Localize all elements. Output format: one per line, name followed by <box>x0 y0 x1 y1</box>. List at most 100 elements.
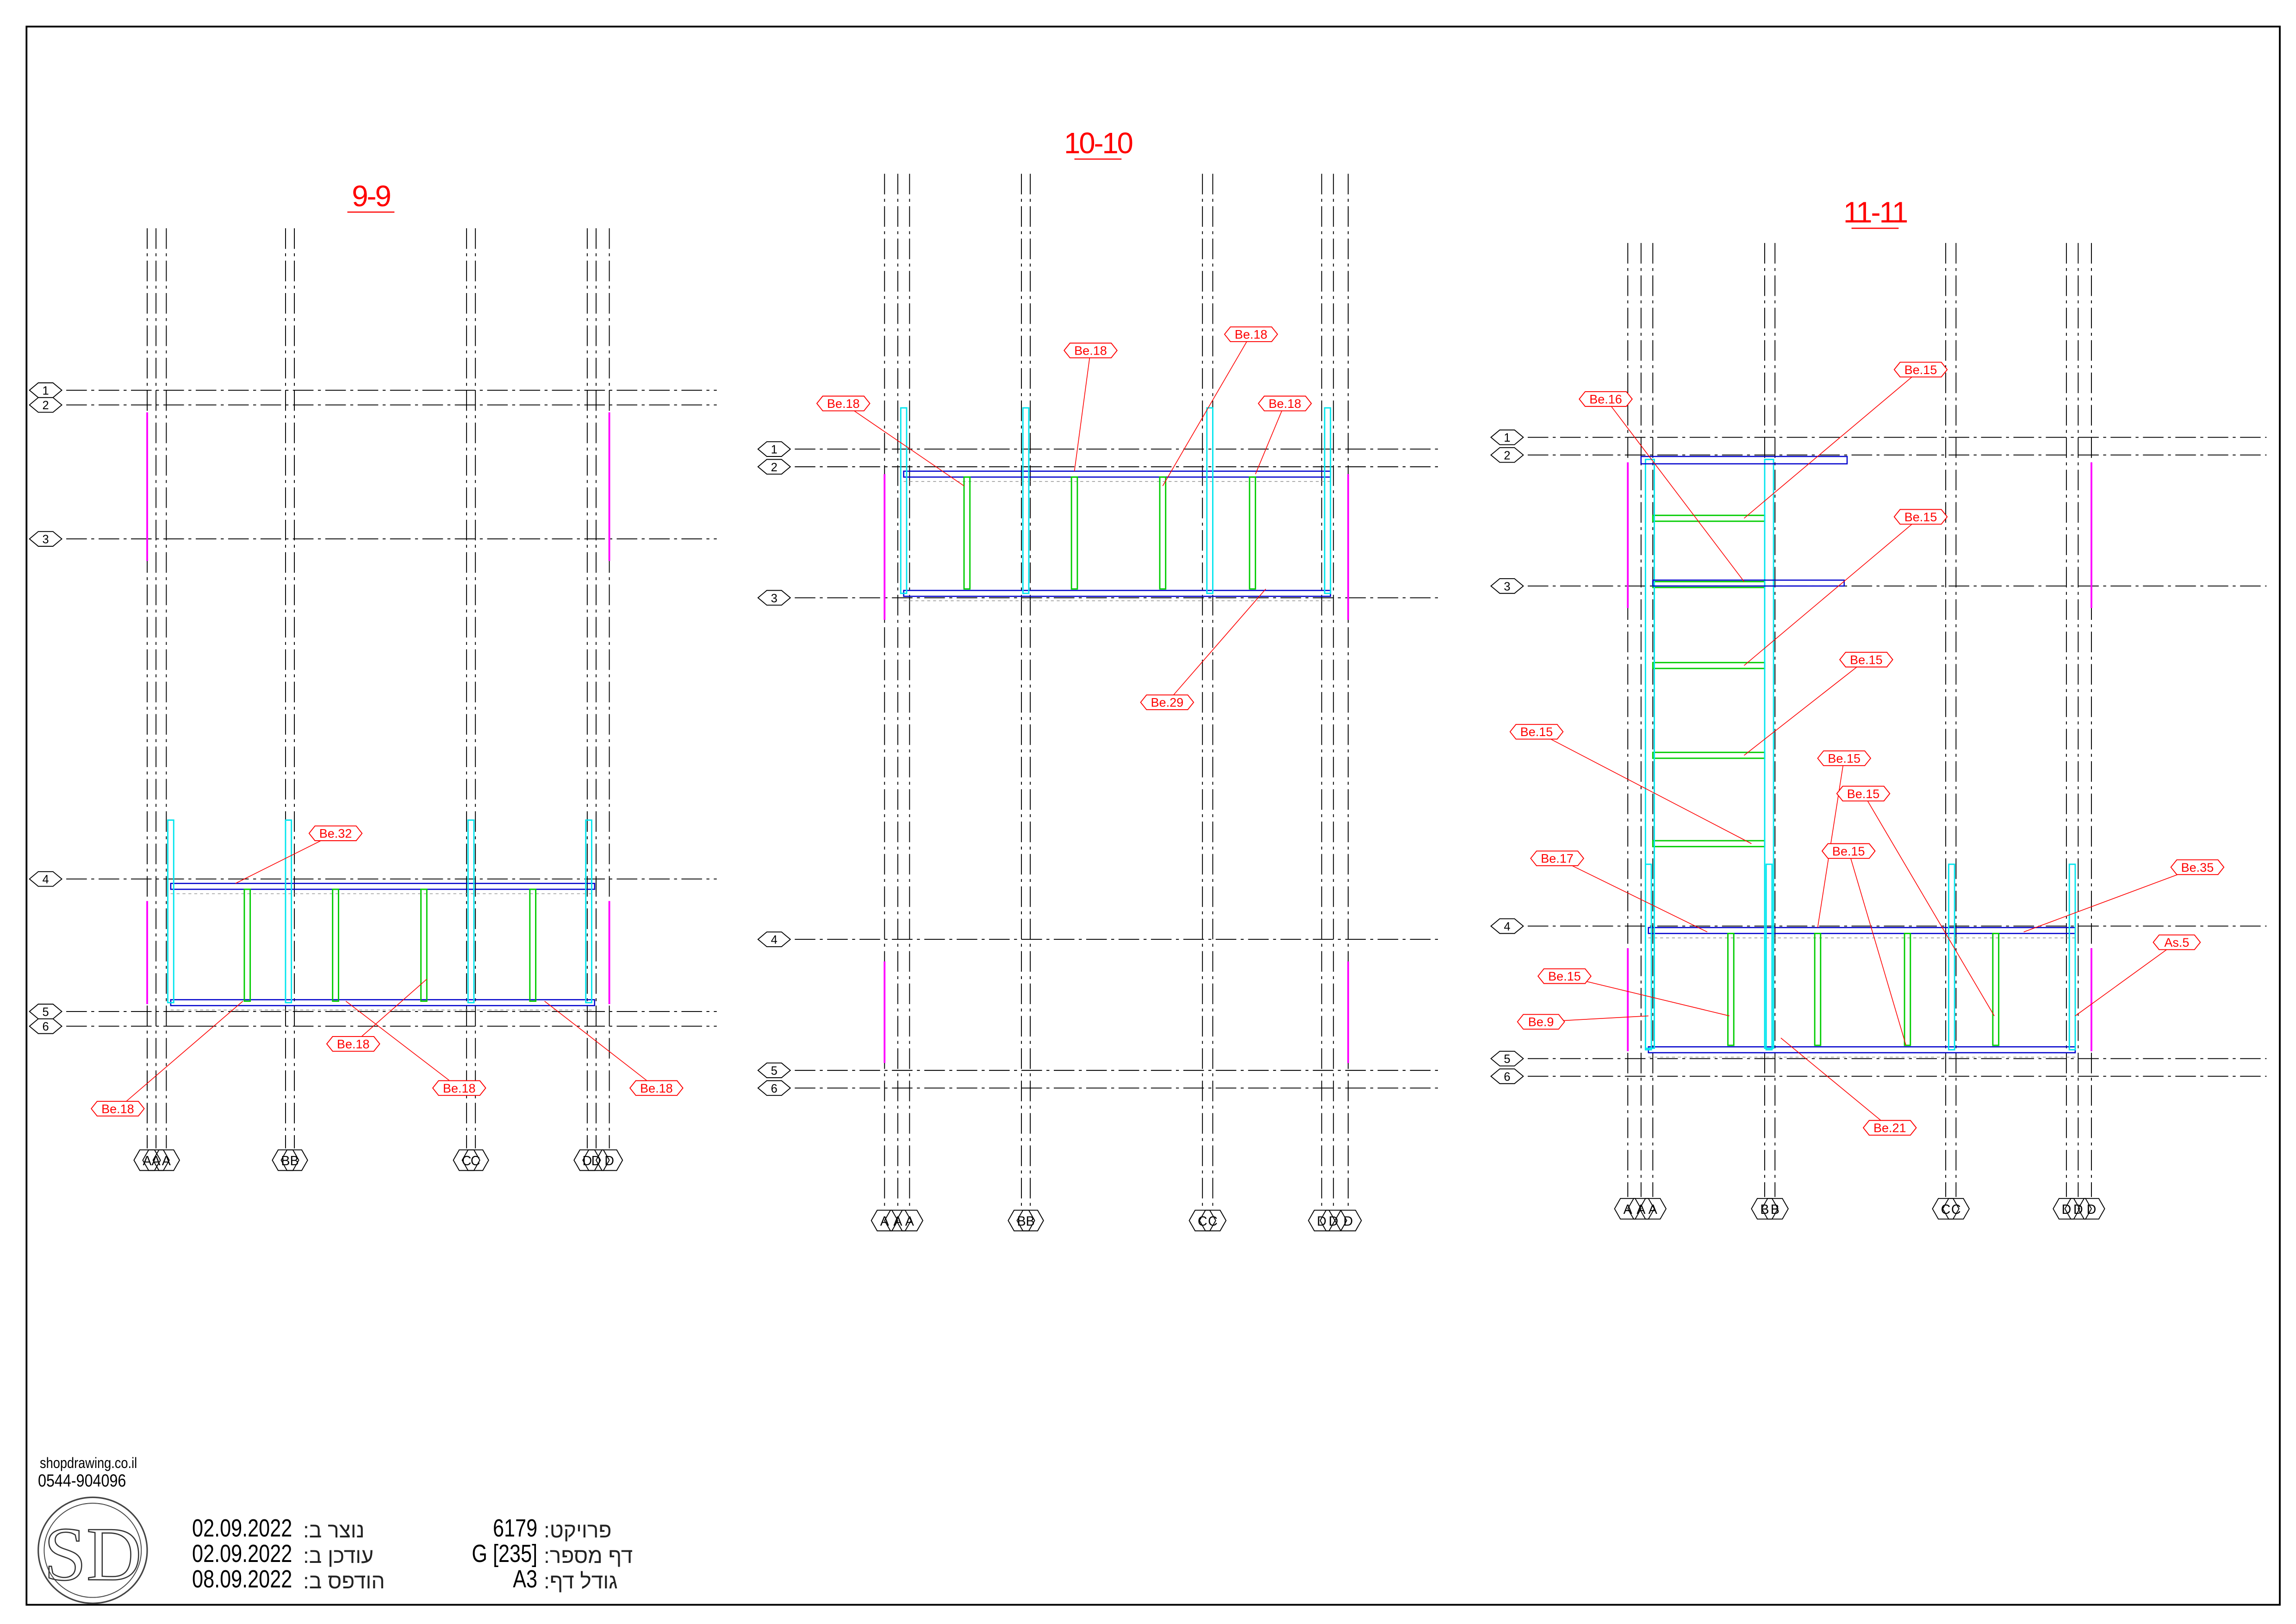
ladder-beam <box>1652 514 1766 522</box>
post <box>529 888 536 1002</box>
size-label: גודל דף: <box>544 1569 618 1593</box>
svg-text:Be.35: Be.35 <box>2181 861 2214 874</box>
svg-text:B: B <box>1017 1214 1026 1229</box>
svg-text:A: A <box>1649 1202 1658 1217</box>
beam <box>1648 927 2076 934</box>
svg-text:B: B <box>1760 1202 1769 1217</box>
printed-label: הודפס ב: <box>303 1569 385 1593</box>
member-tag: Be.15 <box>1836 786 1995 1016</box>
svg-text:1: 1 <box>771 443 778 456</box>
post <box>332 888 339 1002</box>
project-number: 6179 <box>492 1514 537 1542</box>
beam <box>1648 1046 2076 1054</box>
grid-bubble-D: D <box>1334 1210 1362 1231</box>
svg-text:D: D <box>1344 1214 1353 1229</box>
beam <box>903 470 1332 478</box>
svg-text:2: 2 <box>1504 449 1510 462</box>
member-tag: Be.18 <box>816 395 964 487</box>
post <box>1814 932 1822 1046</box>
cyan-column <box>585 819 592 1004</box>
beam <box>903 590 1332 597</box>
grid-bubble-4: 4 <box>1490 918 1524 934</box>
grid-bubble-1: 1 <box>1490 429 1524 445</box>
svg-text:1: 1 <box>43 384 49 397</box>
grid-bubble-A: A <box>1639 1198 1667 1220</box>
page-number: G [235] <box>472 1540 537 1568</box>
grid-bubble-3: 3 <box>1490 578 1524 594</box>
svg-text:Be.15: Be.15 <box>1832 844 1865 858</box>
svg-text:D: D <box>2062 1202 2072 1217</box>
steel-structure <box>146 412 610 1011</box>
svg-text:Be.9: Be.9 <box>1528 1015 1554 1029</box>
svg-text:2: 2 <box>43 399 49 412</box>
beam <box>170 882 596 890</box>
post <box>963 476 971 590</box>
grid-bubble-3: 3 <box>29 531 63 547</box>
grid-bubble-6: 6 <box>757 1080 791 1096</box>
svg-text:1: 1 <box>1504 431 1510 444</box>
grid-bubble-C: C <box>1942 1198 1970 1220</box>
grid-bubble-6: 6 <box>1490 1068 1524 1084</box>
grid-bubble-2: 2 <box>757 459 791 475</box>
svg-text:Be.16: Be.16 <box>1589 393 1622 406</box>
svg-text:Be.15: Be.15 <box>1850 653 1883 667</box>
post <box>1070 476 1078 590</box>
svg-text:3: 3 <box>771 592 778 605</box>
cyan-column <box>2068 863 2076 1051</box>
svg-text:C: C <box>1941 1202 1951 1217</box>
svg-text:Be.15: Be.15 <box>1847 787 1880 801</box>
post <box>1727 932 1735 1046</box>
grid-bubble-2: 2 <box>1490 447 1524 463</box>
svg-text:A: A <box>162 1154 171 1168</box>
svg-text:D: D <box>604 1154 614 1168</box>
svg-text:D: D <box>1317 1214 1326 1229</box>
member-tag: Be.18 <box>326 979 427 1052</box>
svg-text:A: A <box>143 1154 152 1168</box>
svg-text:Be.18: Be.18 <box>337 1037 370 1051</box>
phone-text: 0544-904096 <box>38 1471 126 1491</box>
svg-text:Be.18: Be.18 <box>1269 397 1301 411</box>
member-tag: Be.32 <box>235 825 363 884</box>
grid-bubble-3: 3 <box>757 590 791 606</box>
member-tag: Be.18 <box>544 1001 684 1096</box>
cyan-column <box>900 407 908 594</box>
section-title: 11-11 <box>1843 196 1907 229</box>
website-text: shopdrawing.co.il <box>40 1455 137 1471</box>
grid-bubble-A: A <box>152 1149 180 1171</box>
post <box>1992 932 2000 1046</box>
grid-bubble-A: A <box>142 1149 170 1171</box>
section-title: 10-10 <box>1064 127 1132 160</box>
ladder-beam <box>1652 662 1766 669</box>
svg-text:A: A <box>1636 1202 1646 1217</box>
grid-bubble-A: A <box>884 1210 912 1231</box>
member-tag: Be.18 <box>90 1001 243 1117</box>
member-tag: Be.15 <box>1743 509 1948 666</box>
member-tag: Be.15 <box>1817 750 1872 928</box>
svg-text:Be.32: Be.32 <box>319 827 352 841</box>
member-tag: Be.29 <box>1140 588 1266 710</box>
grid-bubble-5: 5 <box>1490 1050 1524 1067</box>
svg-text:6: 6 <box>43 1020 49 1033</box>
svg-text:5: 5 <box>771 1065 778 1078</box>
member-tag: As.5 <box>2075 934 2201 1017</box>
svg-text:Be.15: Be.15 <box>1904 363 1937 377</box>
svg-text:C: C <box>1951 1202 1961 1217</box>
svg-text:As.5: As.5 <box>2164 936 2189 949</box>
grid-bubble-5: 5 <box>29 1004 63 1019</box>
svg-text:Be.15: Be.15 <box>1548 969 1581 983</box>
member-tag: Be.35 <box>2023 859 2225 932</box>
grid-bubble-1: 1 <box>757 441 791 457</box>
logo: SD <box>37 1496 148 1604</box>
ladder-beam <box>1652 751 1766 759</box>
svg-text:B: B <box>1026 1214 1035 1229</box>
grid-bubble-B: B <box>280 1149 308 1171</box>
svg-text:3: 3 <box>43 533 49 546</box>
grid-bubble-5: 5 <box>757 1062 791 1078</box>
svg-text:6: 6 <box>1504 1070 1510 1083</box>
svg-text:Be.15: Be.15 <box>1904 510 1937 524</box>
cyan-column <box>1022 407 1030 594</box>
svg-text:B: B <box>281 1154 290 1168</box>
cyan-column <box>1324 407 1332 594</box>
page-label: דף מספר: <box>544 1543 633 1568</box>
svg-text:6: 6 <box>771 1082 778 1095</box>
